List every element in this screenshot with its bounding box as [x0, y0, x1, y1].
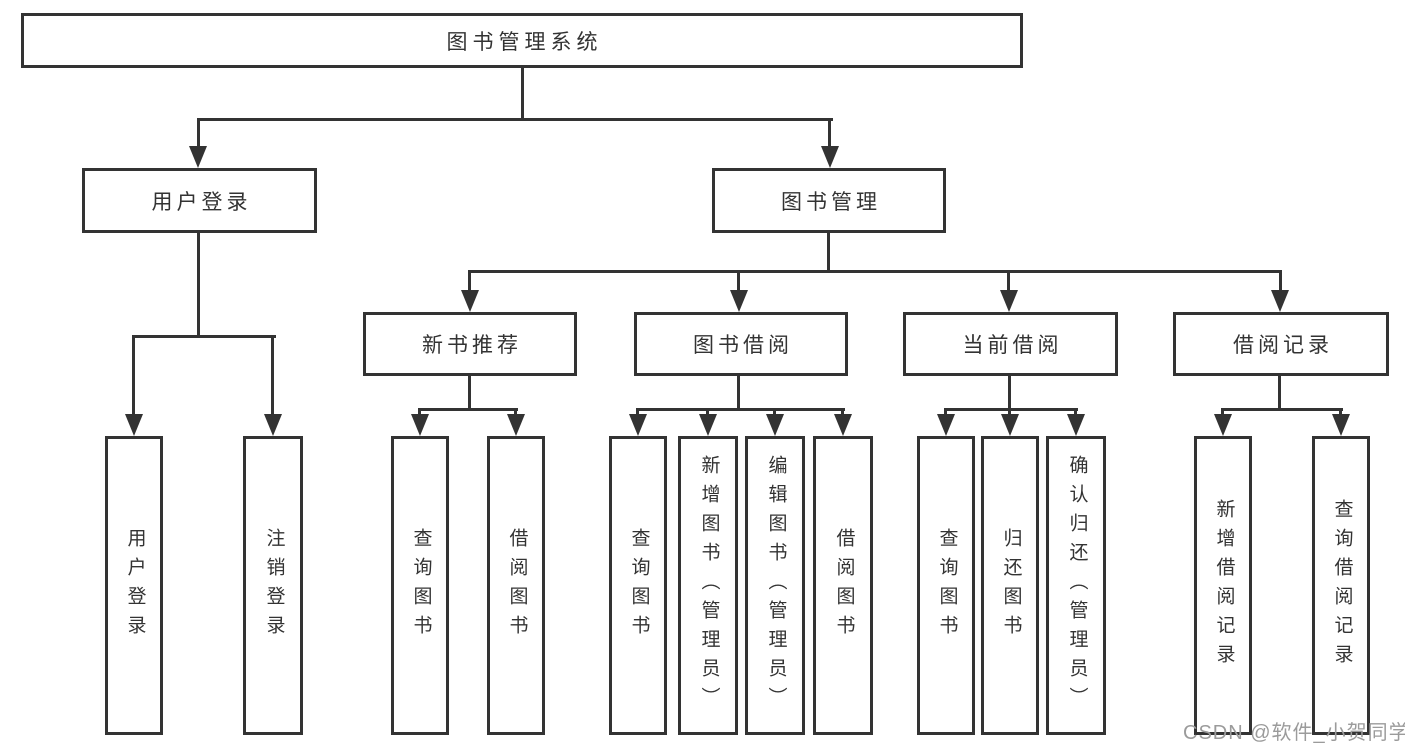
- leaf-edit-books-admin: 编辑图书（管理员）: [745, 436, 805, 735]
- leaf-borrow-books-recommend-label: 借阅图书: [506, 527, 528, 644]
- leaf-user-login: 用户登录: [105, 436, 163, 735]
- leaf-logout-label: 注销登录: [263, 527, 285, 644]
- connector-arrowhead-down: [699, 414, 717, 436]
- connector-line: [197, 118, 833, 121]
- connector-line: [944, 408, 1078, 411]
- leaf-logout: 注销登录: [243, 436, 303, 735]
- leaf-user-login-label: 用户登录: [124, 527, 146, 644]
- connector-arrowhead-down: [1001, 414, 1019, 436]
- connector-arrowhead-down: [629, 414, 647, 436]
- connector-arrowhead-down: [1332, 414, 1350, 436]
- connector-line: [1008, 376, 1011, 410]
- leaf-query-books-current-label: 查询图书: [936, 527, 958, 644]
- leaf-query-books-recommend: 查询图书: [391, 436, 449, 735]
- connector-line: [468, 270, 1282, 273]
- connector-line: [828, 121, 831, 150]
- connector-line: [271, 338, 274, 416]
- connector-line: [737, 376, 740, 410]
- node-user-login-label: 用户登录: [151, 190, 252, 214]
- connector-arrowhead-down: [937, 414, 955, 436]
- leaf-add-books-admin: 新增图书（管理员）: [678, 436, 738, 735]
- connector-line: [1278, 376, 1281, 410]
- connector-arrowhead-down: [264, 414, 282, 436]
- node-new-book-recommend-label: 新书推荐: [422, 334, 522, 357]
- connector-arrowhead-down: [411, 414, 429, 436]
- connector-arrowhead-down: [821, 146, 839, 168]
- node-borrowing-records-label: 借阅记录: [1233, 334, 1333, 357]
- connector-arrowhead-down: [461, 290, 479, 312]
- leaf-query-borrow-record: 查询借阅记录: [1312, 436, 1370, 735]
- connector-line: [197, 121, 200, 150]
- connector-line: [521, 68, 524, 120]
- connector-arrowhead-down: [834, 414, 852, 436]
- leaf-borrow-books-borrowing-label: 借阅图书: [833, 527, 855, 644]
- leaf-query-books-current: 查询图书: [917, 436, 975, 735]
- leaf-query-books-borrowing: 查询图书: [609, 436, 667, 735]
- connector-arrowhead-down: [507, 414, 525, 436]
- leaf-edit-books-admin-label: 编辑图书（管理员）: [765, 455, 787, 716]
- connector-line: [132, 338, 135, 416]
- leaf-return-books-label: 归还图书: [1000, 527, 1022, 644]
- connector-line: [1007, 273, 1010, 292]
- node-current-borrowing: 当前借阅: [903, 312, 1118, 376]
- connector-arrowhead-down: [189, 146, 207, 168]
- connector-line: [418, 408, 518, 411]
- node-new-book-recommend: 新书推荐: [363, 312, 577, 376]
- connector-arrowhead-down: [1271, 290, 1289, 312]
- csdn-watermark: CSDN @软件_小贺同学: [1183, 722, 1405, 744]
- connector-arrowhead-down: [125, 414, 143, 436]
- connector-arrowhead-down: [1000, 290, 1018, 312]
- node-book-borrowing: 图书借阅: [634, 312, 848, 376]
- connector-line: [1221, 408, 1343, 411]
- connector-arrowhead-down: [1214, 414, 1232, 436]
- connector-line: [636, 408, 845, 411]
- node-book-management-label: 图书管理: [781, 190, 881, 214]
- connector-line: [468, 273, 471, 292]
- node-user-login: 用户登录: [82, 168, 317, 233]
- leaf-query-borrow-record-label: 查询借阅记录: [1331, 498, 1353, 673]
- connector-arrowhead-down: [766, 414, 784, 436]
- connector-arrowhead-down: [1067, 414, 1085, 436]
- node-book-management: 图书管理: [712, 168, 946, 233]
- leaf-add-borrow-record-label: 新增借阅记录: [1213, 498, 1235, 673]
- node-current-borrowing-label: 当前借阅: [962, 334, 1063, 357]
- connector-line: [197, 233, 200, 337]
- leaf-query-books-borrowing-label: 查询图书: [628, 527, 650, 644]
- connector-line: [1279, 273, 1282, 292]
- leaf-query-books-recommend-label: 查询图书: [410, 527, 432, 644]
- node-root-library-management-system: 图书管理系统: [21, 13, 1023, 68]
- connector-line: [827, 233, 830, 272]
- connector-line: [132, 335, 276, 338]
- leaf-borrow-books-recommend: 借阅图书: [487, 436, 545, 735]
- leaf-return-books: 归还图书: [981, 436, 1039, 735]
- leaf-add-books-admin-label: 新增图书（管理员）: [698, 455, 720, 716]
- node-borrowing-records: 借阅记录: [1173, 312, 1389, 376]
- connector-arrowhead-down: [730, 290, 748, 312]
- connector-line: [468, 376, 471, 410]
- node-book-borrowing-label: 图书借阅: [693, 334, 793, 357]
- leaf-borrow-books-borrowing: 借阅图书: [813, 436, 873, 735]
- leaf-add-borrow-record: 新增借阅记录: [1194, 436, 1252, 735]
- connector-line: [737, 273, 740, 292]
- leaf-confirm-return-admin-label: 确认归还（管理员）: [1066, 455, 1088, 716]
- leaf-confirm-return-admin: 确认归还（管理员）: [1046, 436, 1106, 735]
- node-root-label: 图书管理系统: [446, 30, 603, 54]
